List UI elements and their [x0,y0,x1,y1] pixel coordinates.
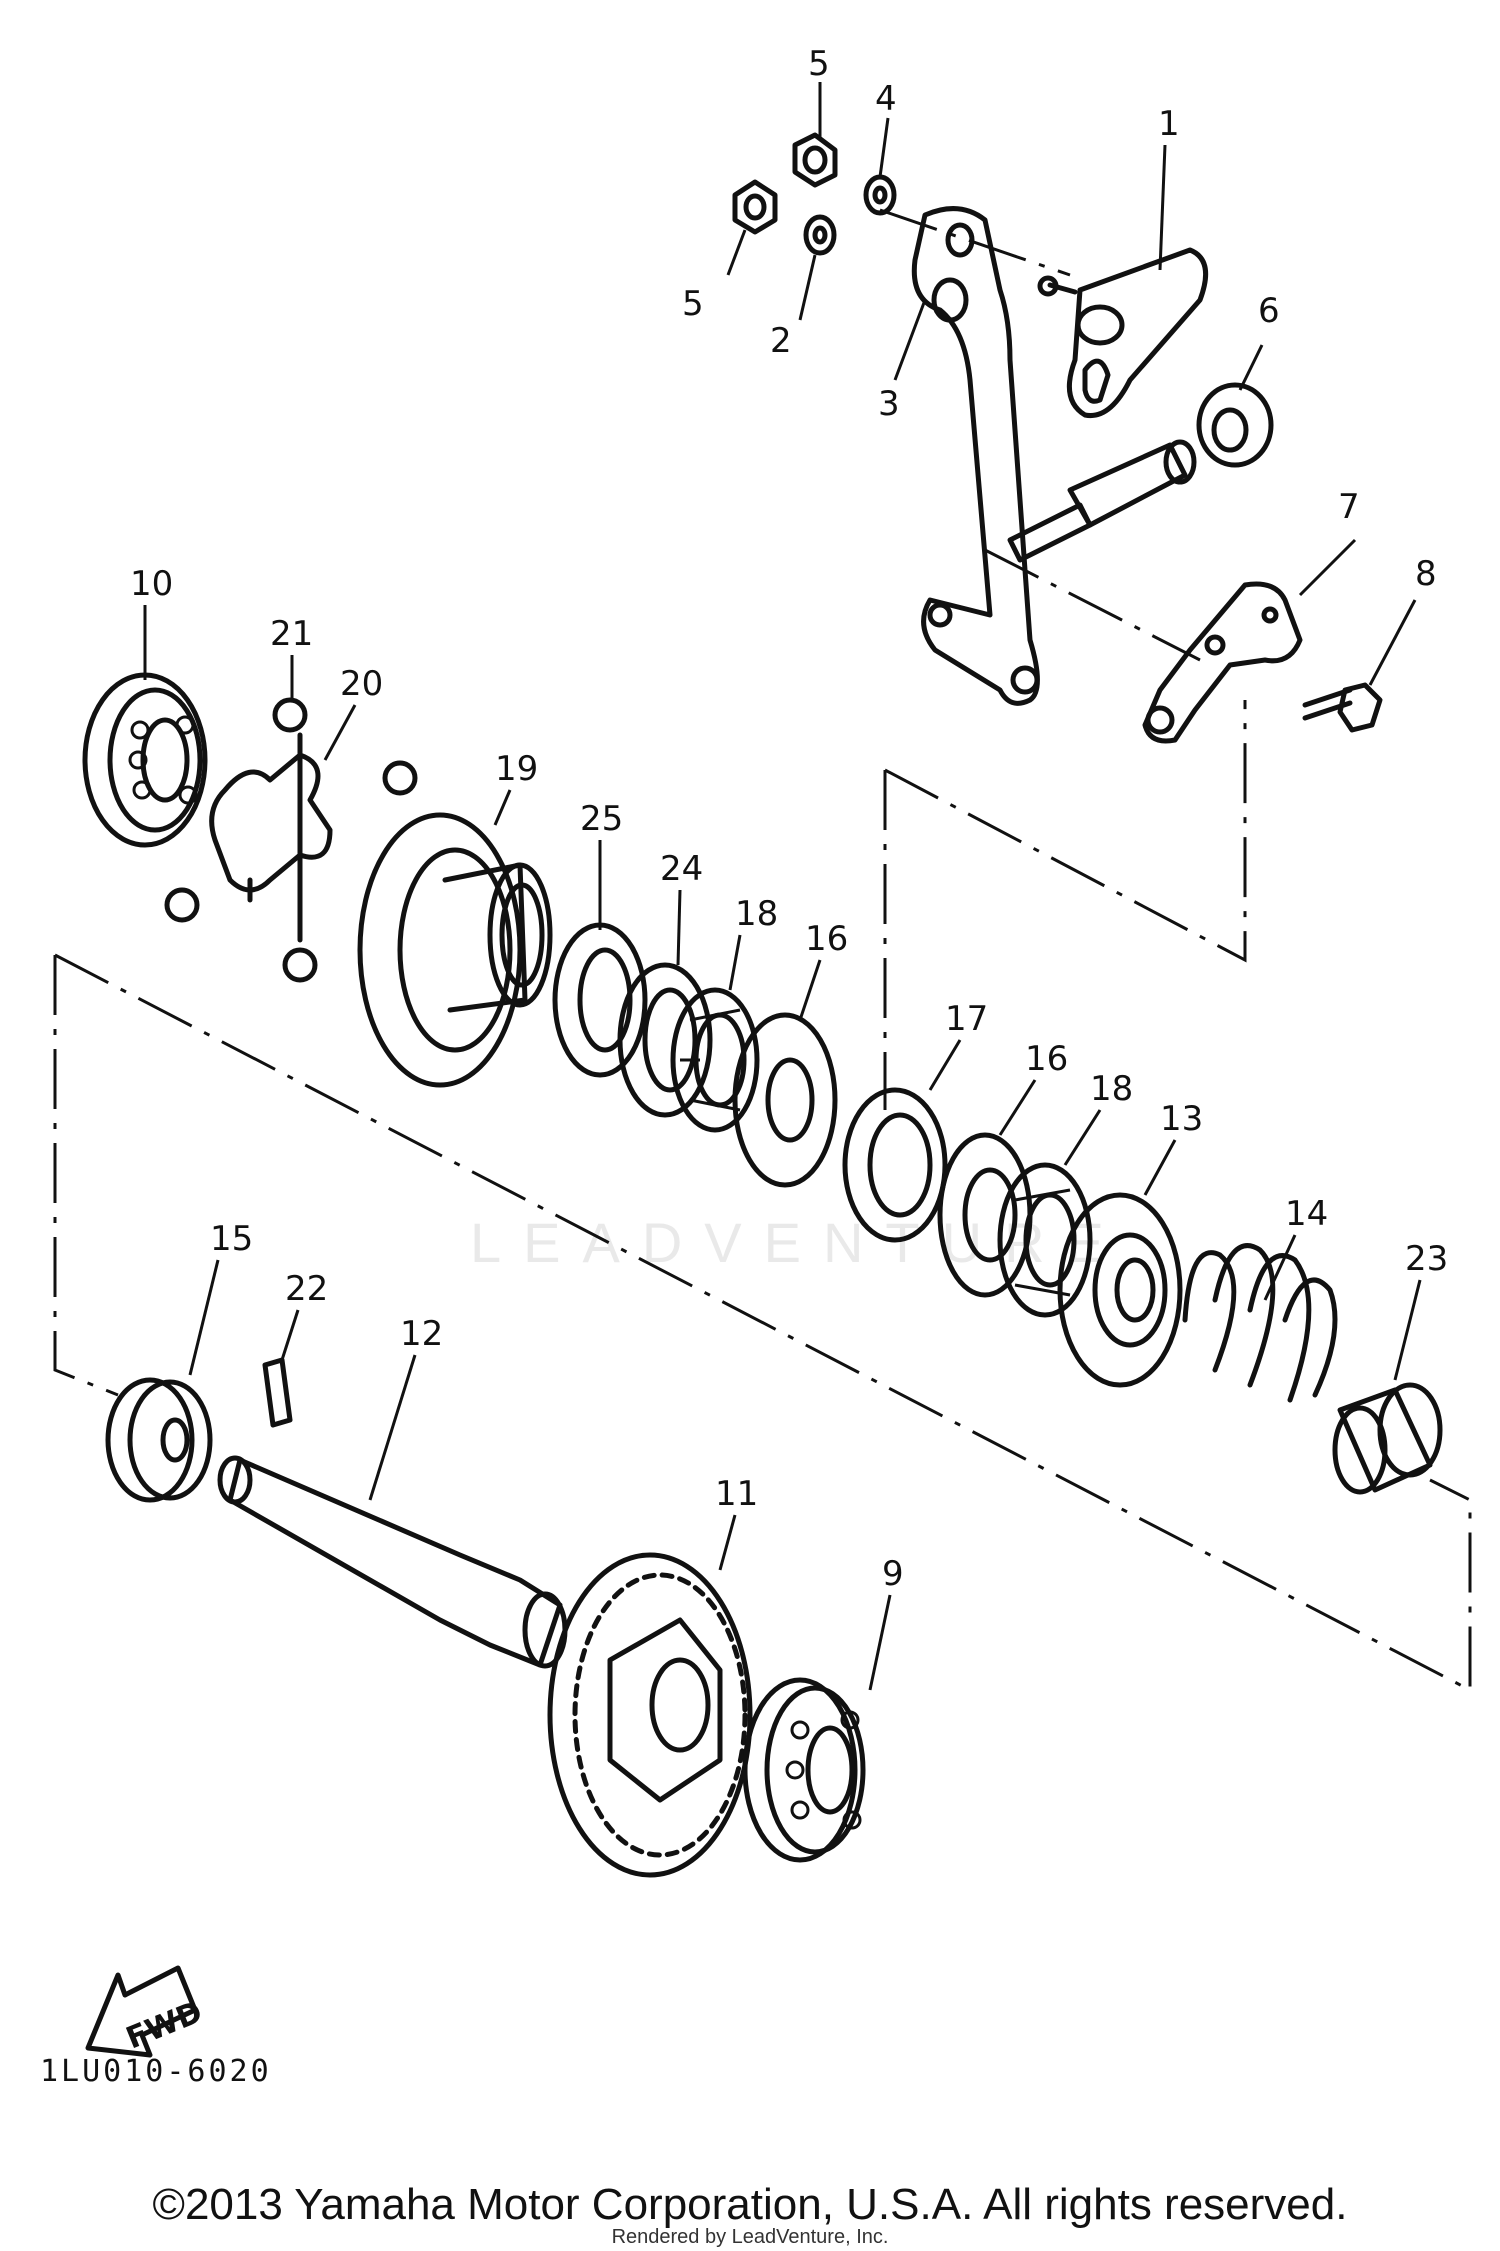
leader-lines [143,82,1422,1691]
part-21-balls [164,697,418,983]
callout-18-upper: 18 [735,894,778,934]
callout-21: 21 [270,614,313,654]
callouts: 1 2 3 4 5 5 6 7 8 9 10 11 12 13 14 15 16… [130,44,1448,1594]
callout-4: 4 [875,79,897,119]
rendered-by-note: Rendered by LeadVenture, Inc. [611,2226,889,2248]
part-11-gear [547,1552,753,1878]
part-12-shaft [217,1455,568,1669]
part-9-bearing [742,1677,866,1863]
callout-5-lower: 5 [682,284,704,324]
callout-10: 10 [130,564,173,604]
part-23-collar [1332,1382,1443,1495]
part-16-washer-upper [732,1012,838,1188]
callout-15: 15 [210,1219,253,1259]
part-1-arm [1037,247,1209,419]
callout-2: 2 [770,321,792,361]
callout-23: 23 [1405,1239,1448,1279]
callout-12: 12 [400,1314,443,1354]
part-19-boss [357,812,553,1088]
part-13-gear [1057,1192,1183,1388]
callout-9: 9 [882,1554,904,1594]
copyright-notice: ©2013 Yamaha Motor Corporation, U.S.A. A… [152,2180,1348,2229]
assembly-lines [53,208,1472,1693]
callout-14: 14 [1285,1194,1328,1234]
part-8-bolt [1302,682,1383,733]
part-20-clip [209,732,333,943]
callout-6: 6 [1258,291,1280,331]
callout-17: 17 [945,999,988,1039]
callout-24: 24 [660,849,703,889]
fwd-arrow-icon: FWD [85,1965,207,2058]
part-24-washer [617,962,713,1118]
part-6-seal-shaft [1007,382,1274,563]
callout-8: 8 [1415,554,1437,594]
callout-11: 11 [715,1474,758,1514]
part-18-plate-lower [997,1162,1093,1318]
callout-20: 20 [340,664,383,704]
callout-3: 3 [878,384,900,424]
callout-22: 22 [285,1269,328,1309]
callout-19: 19 [495,749,538,789]
part-washers-nuts [732,132,897,256]
callout-25: 25 [580,799,623,839]
part-17-collar [842,1087,948,1243]
part-7-stopper [1142,581,1303,744]
callout-5-upper: 5 [808,44,830,84]
part-14-spring [1182,1243,1338,1403]
callout-16-lower: 16 [1025,1039,1068,1079]
part-15-collar [105,1377,213,1503]
part-16-washer-lower [937,1132,1033,1298]
callout-7: 7 [1338,487,1360,527]
fwd-label: FWD [121,1995,207,2057]
callout-1: 1 [1158,104,1180,144]
drawing-code: 1LU010-6020 [40,2054,272,2089]
part-18-plate-upper [670,987,760,1133]
callout-13: 13 [1160,1099,1203,1139]
part-3-lever [911,206,1040,706]
callout-18-lower: 18 [1090,1069,1133,1109]
part-25-washer [552,922,648,1078]
callout-16-upper: 16 [805,919,848,959]
part-22-pin [262,1357,293,1428]
part-10-bearing [82,672,208,848]
